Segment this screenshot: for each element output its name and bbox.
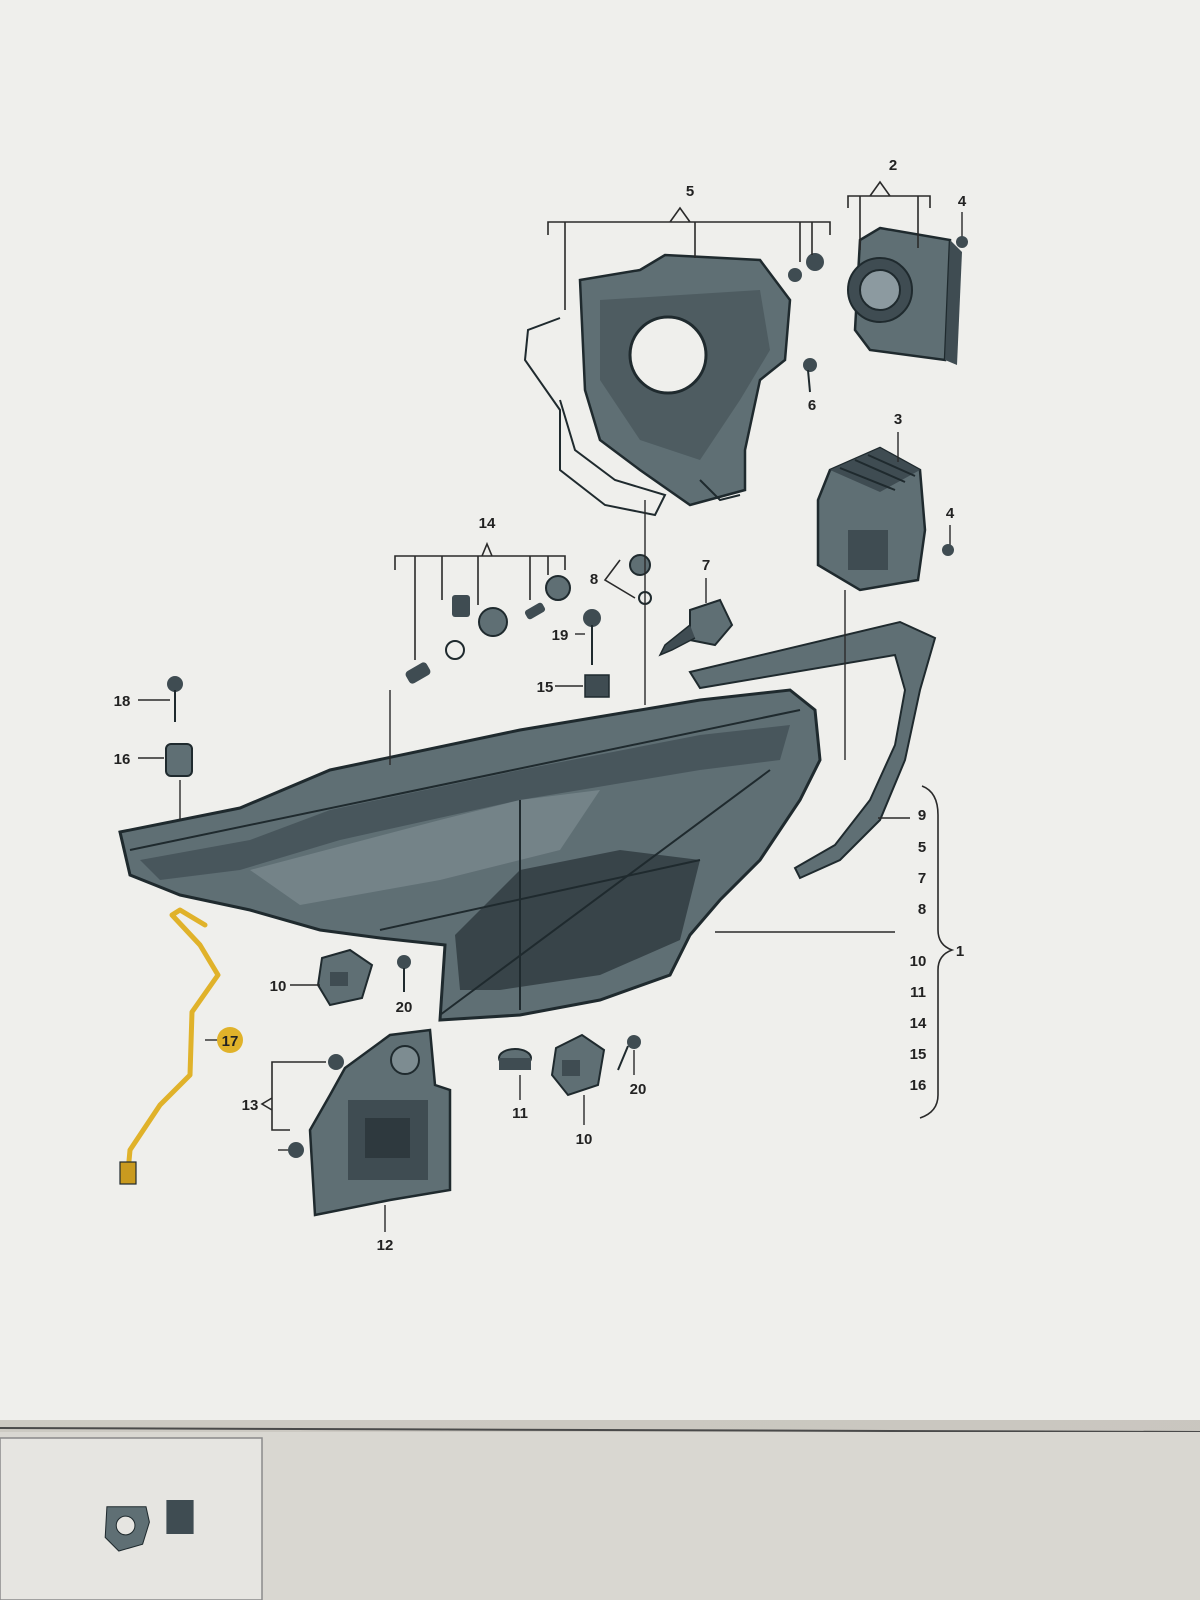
part-13-screws: [260, 1054, 344, 1158]
part-19-screw: [575, 609, 601, 665]
group-item-4: 10: [910, 953, 927, 970]
callout-20-right: 20: [630, 1081, 647, 1098]
part-20-screw-right: [617, 1035, 641, 1075]
group-item-5: 11: [910, 984, 926, 1001]
group-item-7: 15: [910, 1046, 927, 1063]
callout-10-right: 10: [576, 1131, 593, 1148]
callout-7: 7: [702, 557, 710, 574]
bracket-14: [394, 541, 566, 660]
part-2-control-unit: [847, 226, 962, 365]
part-6-screw: [803, 358, 817, 393]
part-12-lower-bracket: [308, 1028, 452, 1232]
part-4-screw-top: [956, 212, 968, 248]
panel-divider: [0, 1427, 1200, 1433]
part-14-small-parts: [405, 575, 571, 684]
group-item-1: 5: [918, 839, 926, 856]
part-7-bulb: [658, 578, 734, 657]
diagram-page: [0, 0, 1200, 1420]
wire-17-path: [125, 907, 221, 1175]
callout-16: 16: [114, 751, 131, 768]
group-item-6: 14: [910, 1015, 927, 1032]
callout-4-mid: 4: [946, 505, 955, 522]
callout-4-top: 4: [958, 193, 967, 210]
part-5-housing: [523, 253, 824, 517]
group-item-8: 16: [910, 1077, 927, 1094]
callout-19: 19: [552, 627, 569, 644]
callout-8: 8: [590, 571, 598, 588]
callout-17-highlight: [217, 1027, 243, 1053]
part-16-plug: [138, 743, 193, 777]
callout-20-left: 20: [396, 999, 413, 1016]
callout-6: 6: [808, 397, 816, 414]
callout-3: 3: [894, 411, 902, 428]
callout-14: 14: [479, 515, 496, 532]
part-4-screw-mid: [942, 525, 954, 556]
group-item-2: 7: [918, 870, 926, 887]
callout-15: 15: [537, 679, 554, 696]
callout-18: 18: [114, 693, 131, 710]
callout-2: 2: [889, 157, 897, 174]
callout-17: 17: [222, 1033, 239, 1050]
part-3-module: [816, 446, 927, 592]
part-9-seal-strip: [688, 620, 937, 880]
part-15-clip: [555, 674, 610, 698]
part-11-cap: [498, 1048, 532, 1100]
group-item-0: 9: [918, 807, 926, 824]
callout-12: 12: [377, 1237, 394, 1254]
thumbnail-diagram[interactable]: [104, 1500, 194, 1552]
part-10-right: [550, 1033, 606, 1125]
bracket-2: [847, 180, 931, 250]
callout-1: 1: [956, 943, 964, 960]
group-brace: [919, 785, 955, 1119]
part-10-left: [290, 948, 374, 1007]
bracket-5: [547, 206, 831, 310]
part-18-screw: [138, 676, 183, 722]
callout-5: 5: [686, 183, 694, 200]
callout-11: 11: [512, 1105, 528, 1122]
bracket-8: [603, 559, 636, 599]
part-20-screw-left: [397, 955, 411, 992]
group-list: 9 5 7 8 10 11 14 15 16: [910, 807, 927, 1094]
callout-13: 13: [242, 1097, 259, 1114]
group-item-3: 8: [918, 901, 926, 918]
part-1-headlight: [118, 688, 822, 1022]
callout-10-left: 10: [270, 978, 287, 995]
part-17-wire: [119, 907, 221, 1185]
